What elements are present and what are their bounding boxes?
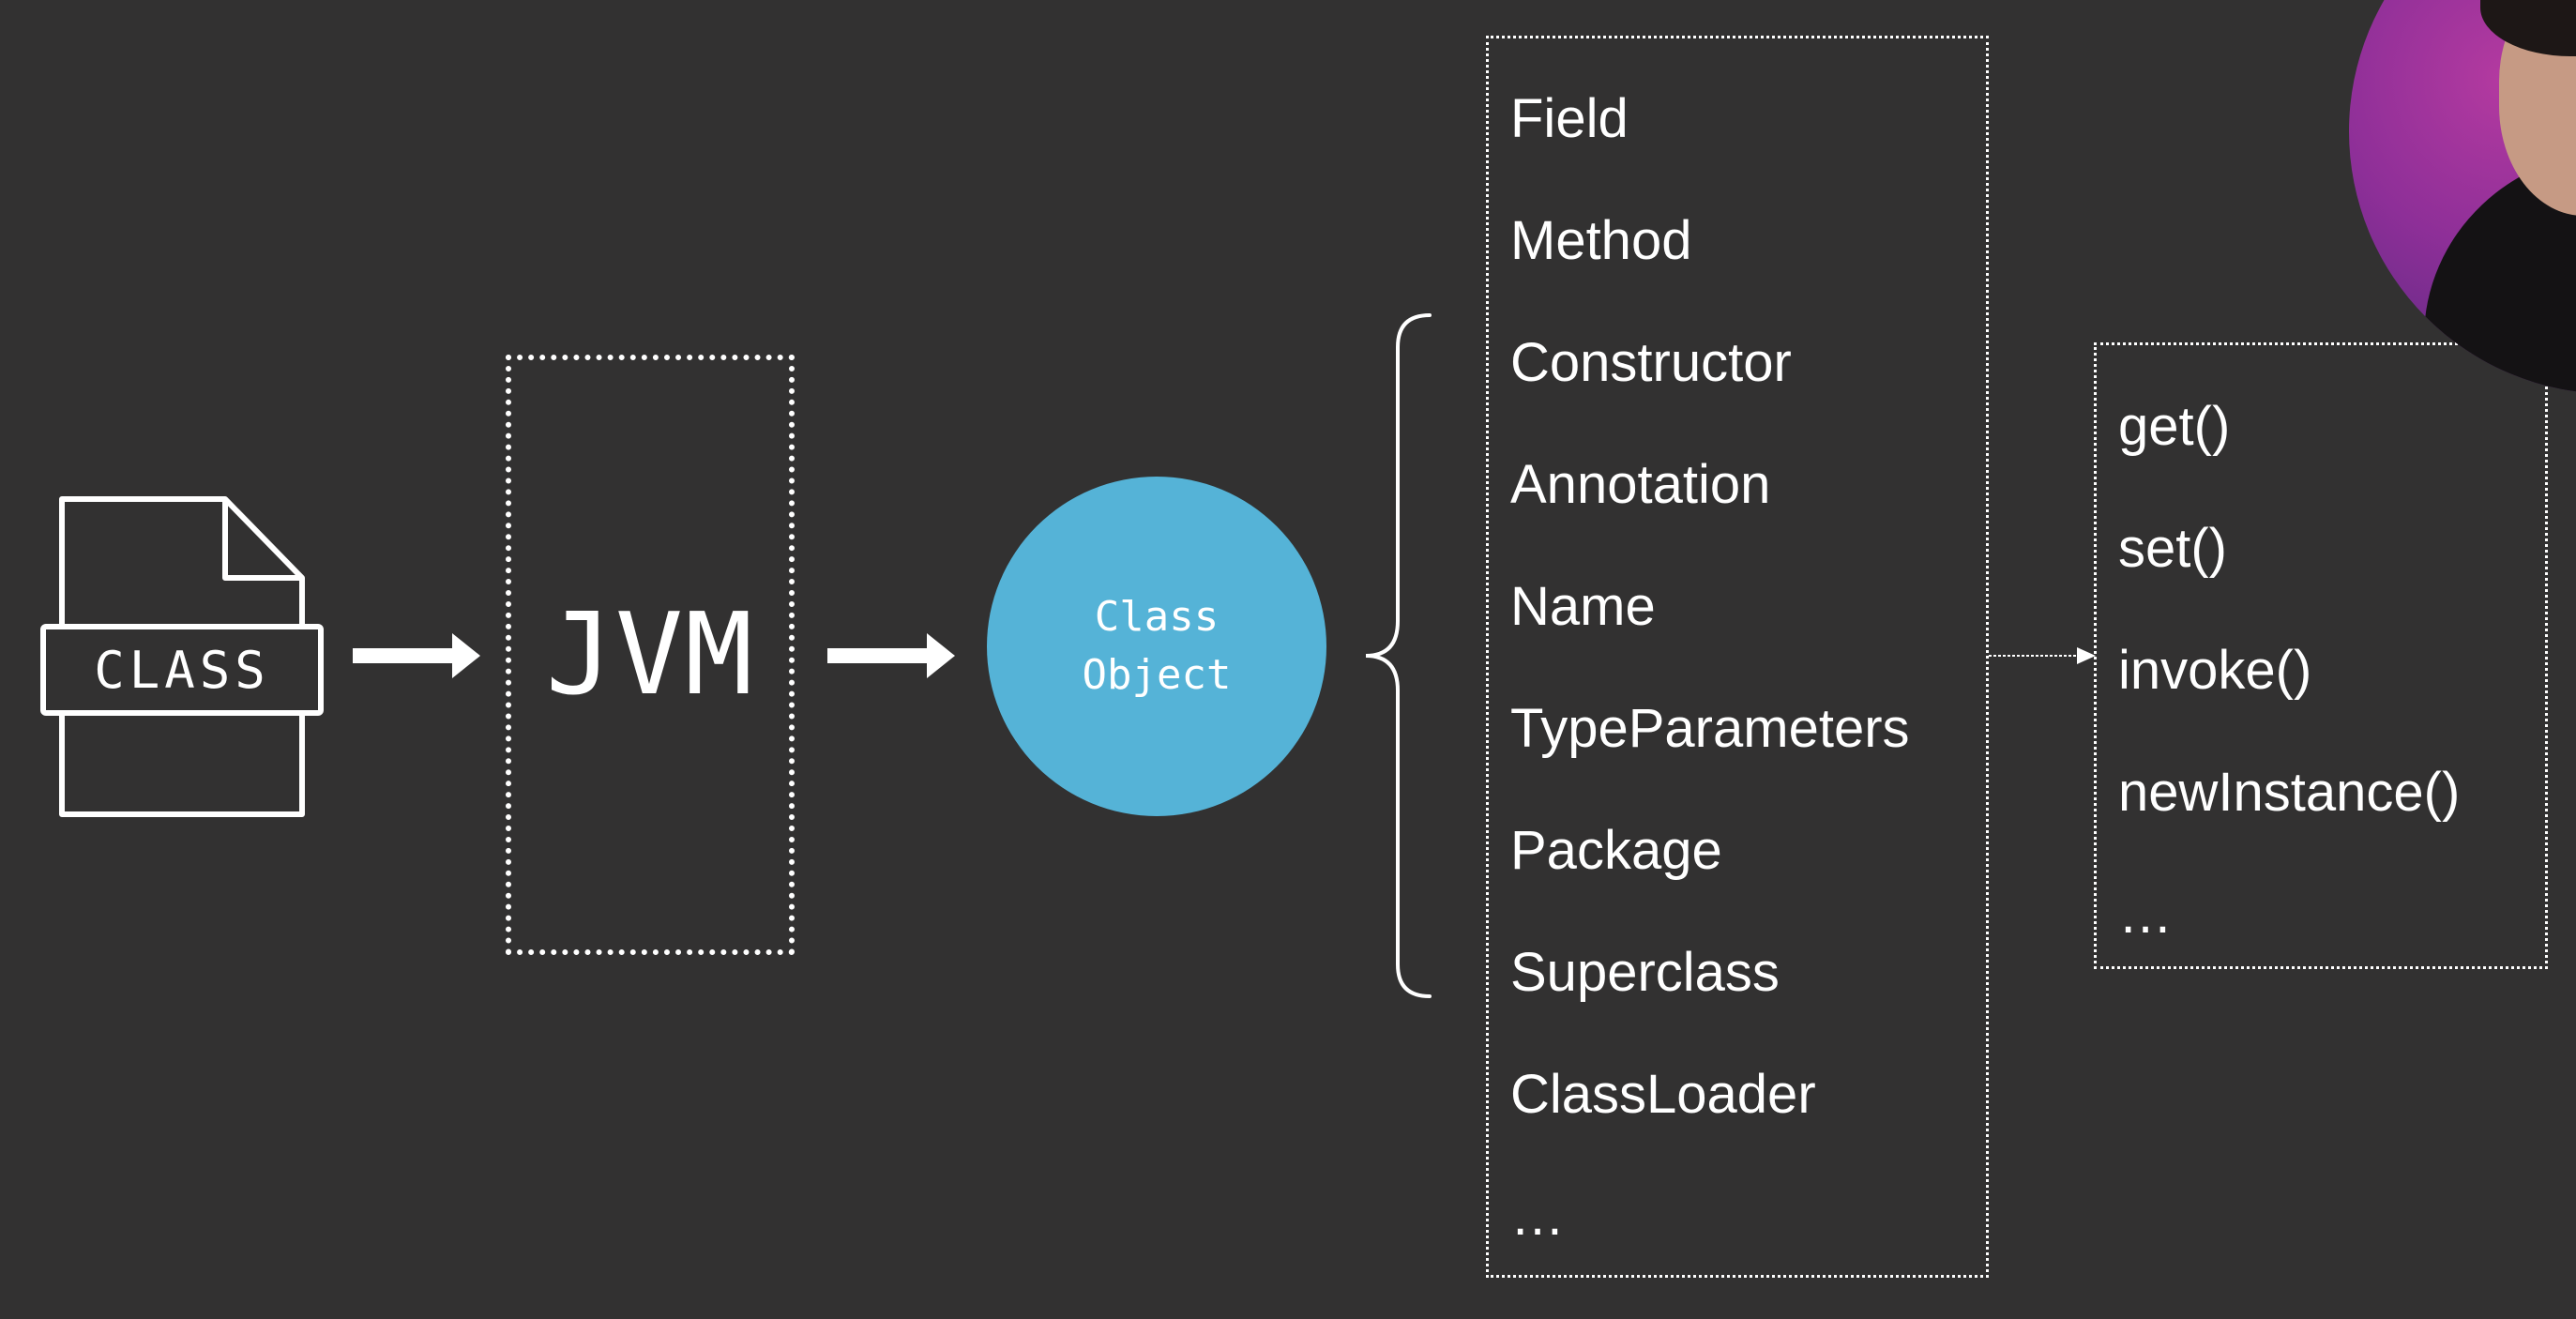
- member-item: …: [1510, 1186, 1565, 1247]
- class-file-label: CLASS: [94, 640, 270, 700]
- method-item: newInstance(): [2118, 762, 2461, 823]
- member-item: Field: [1510, 88, 1629, 149]
- member-item: ClassLoader: [1510, 1064, 1816, 1125]
- reflection-methods-box: [2094, 342, 2548, 969]
- member-item: Annotation: [1510, 454, 1771, 515]
- member-item: Superclass: [1510, 942, 1780, 1003]
- class-object-label-line2: Object: [1082, 651, 1232, 699]
- method-item: …: [2118, 884, 2173, 945]
- member-item: Method: [1510, 210, 1692, 271]
- method-item: invoke(): [2118, 640, 2312, 701]
- reflection-methods-list: get() set() invoke() newInstance() …: [2118, 390, 2460, 1000]
- presenter-hair: [2480, 0, 2576, 56]
- arrow-file-to-jvm: [353, 630, 484, 681]
- member-item: Package: [1510, 820, 1722, 881]
- class-members-box: [1486, 36, 1989, 1278]
- presenter-webcam: [2349, 0, 2576, 394]
- jvm-box: JVM: [506, 355, 795, 955]
- arrow-jvm-to-class-object: [827, 630, 959, 681]
- member-item: Constructor: [1510, 332, 1792, 393]
- class-object-label-line1: Class: [1094, 593, 1220, 641]
- class-object-node: Class Object: [987, 477, 1326, 816]
- method-item: set(): [2118, 518, 2227, 579]
- arrow-members-to-methods: [1989, 642, 2098, 670]
- member-item: Name: [1510, 576, 1656, 637]
- class-file-icon: [36, 495, 328, 824]
- curly-brace: [1360, 311, 1435, 1000]
- jvm-label: JVM: [545, 589, 755, 720]
- member-item: TypeParameters: [1510, 698, 1910, 759]
- class-members-list: Field Method Constructor Annotation Name…: [1510, 83, 1910, 1302]
- method-item: get(): [2118, 396, 2231, 457]
